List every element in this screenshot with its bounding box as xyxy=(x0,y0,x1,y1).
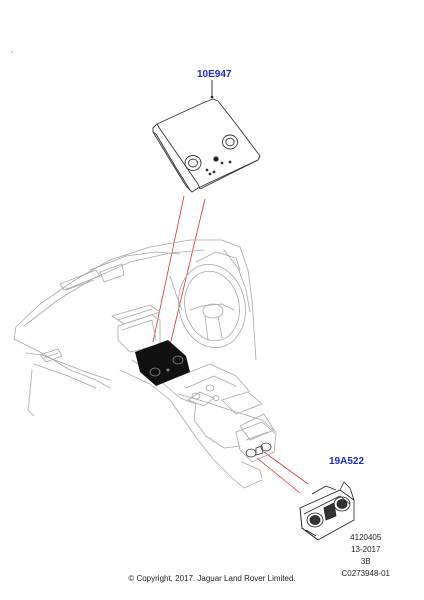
trim-panel-illustration xyxy=(152,80,261,193)
callout-module-part-number[interactable]: 19A522 xyxy=(329,456,365,467)
stray-mark xyxy=(11,51,13,53)
callout-panel-part-number[interactable]: 10E947 xyxy=(197,69,232,80)
reference-line-2: 13-2017 xyxy=(351,545,381,554)
copyright-text: © Copyright, 2017. Jaguar Land Rover Lim… xyxy=(128,574,296,583)
reference-line-4: C0273948-01 xyxy=(341,569,390,578)
leader-lines xyxy=(152,195,309,494)
reference-line-1: 4120405 xyxy=(350,533,382,542)
reference-line-3: 3B xyxy=(360,557,371,566)
dashboard-illustration xyxy=(13,239,277,489)
panel-location-highlight xyxy=(135,340,190,386)
climate-module-illustration xyxy=(299,481,355,541)
reference-block: 4120405 13-2017 3B C0273948-01 xyxy=(342,532,390,580)
